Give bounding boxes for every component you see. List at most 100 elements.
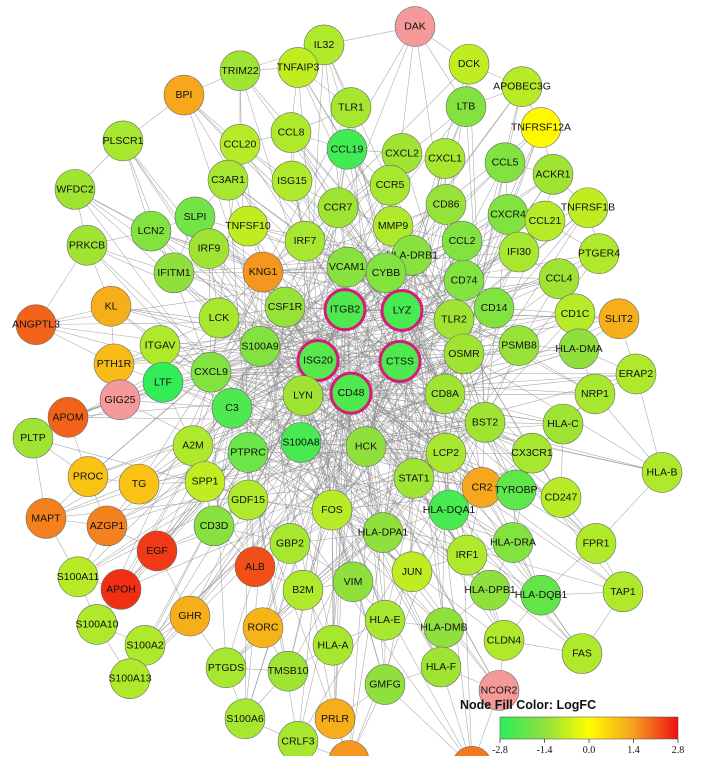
node-circle[interactable] bbox=[76, 604, 118, 645]
gene-node-ccl4[interactable]: CCL4 bbox=[538, 258, 580, 300]
gene-node-cxcr4[interactable]: CXCR4 bbox=[487, 194, 529, 235]
gene-node-psmb8[interactable]: PSMB8 bbox=[498, 325, 540, 366]
gene-node-ifi30[interactable]: IFI30 bbox=[498, 231, 540, 273]
gene-node-hla-dma[interactable]: HLA-DMA bbox=[555, 328, 603, 370]
node-circle[interactable] bbox=[542, 403, 584, 445]
node-circle[interactable] bbox=[380, 288, 424, 332]
node-circle[interactable] bbox=[303, 24, 345, 66]
gene-node-ccl2[interactable]: CCL2 bbox=[441, 220, 483, 262]
gene-node-ccl19[interactable]: CCL19 bbox=[326, 128, 368, 170]
node-circle[interactable] bbox=[520, 107, 562, 148]
gene-node-tlr1[interactable]: TLR1 bbox=[330, 87, 372, 128]
gene-node-tnfsf10[interactable]: TNFSF10 bbox=[225, 205, 271, 247]
gene-node-cd14[interactable]: CD14 bbox=[473, 287, 515, 329]
gene-node-slit2[interactable]: SLIT2 bbox=[598, 298, 640, 340]
gene-node-dak[interactable]: DAK bbox=[394, 6, 436, 47]
node-circle[interactable] bbox=[369, 164, 411, 206]
gene-node-tnfrsf12a[interactable]: TNFRSF12A bbox=[511, 107, 571, 148]
gene-node-gdf15[interactable]: GDF15 bbox=[227, 479, 269, 521]
gene-node-plscr1[interactable]: PLSCR1 bbox=[103, 120, 144, 162]
node-circle[interactable] bbox=[393, 457, 435, 499]
gene-node-apom[interactable]: APOM bbox=[47, 397, 89, 438]
gene-node-hla-c[interactable]: HLA-C bbox=[542, 403, 584, 445]
node-circle[interactable] bbox=[277, 47, 319, 88]
gene-node-azgp1[interactable]: AZGP1 bbox=[86, 505, 128, 547]
node-circle[interactable] bbox=[394, 6, 436, 47]
gene-node-a2m[interactable]: A2M bbox=[172, 425, 214, 467]
gene-node-cd8a[interactable]: CD8A bbox=[424, 373, 466, 415]
gene-node-ltf[interactable]: LTF bbox=[142, 361, 184, 403]
node-circle[interactable] bbox=[296, 339, 340, 383]
node-circle[interactable] bbox=[207, 159, 249, 201]
gene-node-nrp1[interactable]: NRP1 bbox=[574, 373, 616, 415]
node-circle[interactable] bbox=[492, 522, 534, 563]
node-circle[interactable] bbox=[219, 50, 261, 92]
node-circle[interactable] bbox=[448, 43, 490, 85]
node-circle[interactable] bbox=[469, 569, 511, 611]
gene-node-pth1r[interactable]: PTH1R bbox=[93, 343, 135, 385]
node-circle[interactable] bbox=[425, 184, 467, 225]
node-circle[interactable] bbox=[57, 556, 99, 598]
gene-node-irf1[interactable]: IRF1 bbox=[446, 534, 488, 576]
gene-node-spp1[interactable]: SPP1 bbox=[184, 461, 226, 502]
gene-node-prkcb[interactable]: PRKCB bbox=[66, 225, 108, 266]
node-circle[interactable] bbox=[487, 194, 529, 235]
node-circle[interactable] bbox=[271, 160, 313, 202]
node-circle[interactable] bbox=[234, 546, 276, 588]
gene-node-s100a9[interactable]: S100A9 bbox=[239, 326, 281, 367]
node-circle[interactable] bbox=[12, 417, 54, 459]
gene-node-stat1[interactable]: STAT1 bbox=[393, 457, 435, 499]
gene-node-mapt[interactable]: MAPT bbox=[25, 498, 67, 539]
node-circle[interactable] bbox=[464, 402, 506, 443]
node-circle[interactable] bbox=[332, 561, 374, 603]
node-circle[interactable] bbox=[190, 351, 232, 393]
gene-node-bst2[interactable]: BST2 bbox=[464, 402, 506, 443]
gene-node-cybb[interactable]: CYBB bbox=[365, 252, 407, 294]
node-circle[interactable] bbox=[443, 260, 485, 301]
node-circle[interactable] bbox=[169, 595, 211, 637]
gene-node-cd74[interactable]: CD74 bbox=[443, 260, 485, 301]
node-circle[interactable] bbox=[205, 647, 247, 689]
gene-node-nr1i3[interactable]: NR1I3 bbox=[452, 746, 492, 761]
gene-node-ptgds[interactable]: PTGDS bbox=[205, 647, 247, 689]
node-circle[interactable] bbox=[575, 523, 617, 564]
node-circle[interactable] bbox=[270, 112, 312, 153]
gene-node-dck[interactable]: DCK bbox=[448, 43, 490, 85]
node-circle[interactable] bbox=[280, 422, 322, 463]
node-circle[interactable] bbox=[329, 371, 373, 415]
gene-node-slc10a2[interactable]: SLC10A2 bbox=[327, 740, 372, 761]
node-circle[interactable] bbox=[446, 534, 488, 576]
gene-node-kl[interactable]: KL bbox=[90, 285, 132, 327]
node-circle[interactable] bbox=[328, 740, 370, 761]
node-circle[interactable] bbox=[282, 569, 324, 611]
node-circle[interactable] bbox=[345, 426, 387, 467]
node-circle[interactable] bbox=[172, 425, 214, 467]
node-circle[interactable] bbox=[67, 456, 109, 497]
gene-node-vcam1[interactable]: VCAM1 bbox=[326, 246, 368, 288]
node-circle[interactable] bbox=[323, 288, 367, 332]
node-circle[interactable] bbox=[264, 286, 306, 328]
node-circle[interactable] bbox=[188, 228, 230, 269]
gene-node-tyrobp[interactable]: TYROBP bbox=[494, 469, 538, 511]
node-circle[interactable] bbox=[524, 200, 566, 242]
gene-node-jun[interactable]: JUN bbox=[391, 551, 433, 593]
node-circle[interactable] bbox=[554, 293, 596, 335]
gene-node-fas[interactable]: FAS bbox=[561, 633, 603, 674]
node-circle[interactable] bbox=[277, 721, 319, 761]
node-circle[interactable] bbox=[364, 664, 406, 705]
node-circle[interactable] bbox=[242, 607, 284, 649]
node-circle[interactable] bbox=[54, 169, 96, 210]
gene-node-irf7[interactable]: IRF7 bbox=[284, 220, 326, 262]
node-circle[interactable] bbox=[540, 477, 582, 518]
node-circle[interactable] bbox=[561, 633, 603, 674]
node-circle[interactable] bbox=[498, 231, 540, 273]
gene-node-ifitm1[interactable]: IFITM1 bbox=[153, 252, 195, 294]
node-circle[interactable] bbox=[193, 505, 235, 547]
gene-node-trim22[interactable]: TRIM22 bbox=[219, 50, 261, 92]
node-circle[interactable] bbox=[269, 523, 311, 564]
gene-node-crlf3[interactable]: CRLF3 bbox=[277, 721, 319, 761]
gene-node-c3ar1[interactable]: C3AR1 bbox=[207, 159, 249, 201]
node-circle[interactable] bbox=[641, 452, 683, 493]
node-circle[interactable] bbox=[495, 469, 537, 511]
node-circle[interactable] bbox=[93, 343, 135, 385]
